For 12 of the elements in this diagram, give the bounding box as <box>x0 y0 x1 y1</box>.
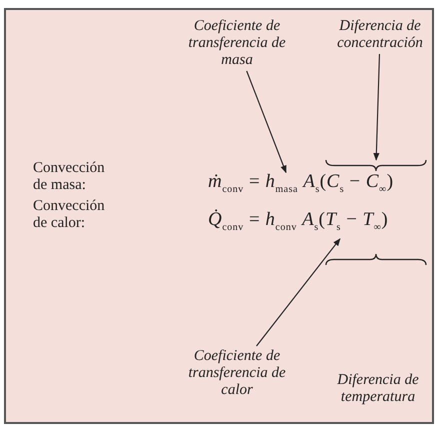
leader-line <box>373 54 380 161</box>
leader-line <box>246 70 287 174</box>
callout-text: Coeficiente de transferencia de calor <box>188 348 286 399</box>
brace <box>325 160 427 172</box>
equation: ṁ$_{conv}$ = h$_{masa}$ A$_{s}$(C$_{s}$ − C$_{∞}$) <box>208 171 394 201</box>
equation: Q̇$_{conv}$ = h$_{conv}$ A$_{s}$(T$_{s}$ − T$_{∞}$) <box>208 209 388 239</box>
callout-text: Coeficiente de transferencia de masa <box>188 18 286 69</box>
label: Convección de masa: <box>33 160 106 194</box>
leader-line <box>256 238 340 346</box>
callout-text: Diferencia de concentración <box>337 18 423 52</box>
label: Convección de calor: <box>33 198 106 232</box>
label: Diferencia de temperatura <box>336 372 420 406</box>
